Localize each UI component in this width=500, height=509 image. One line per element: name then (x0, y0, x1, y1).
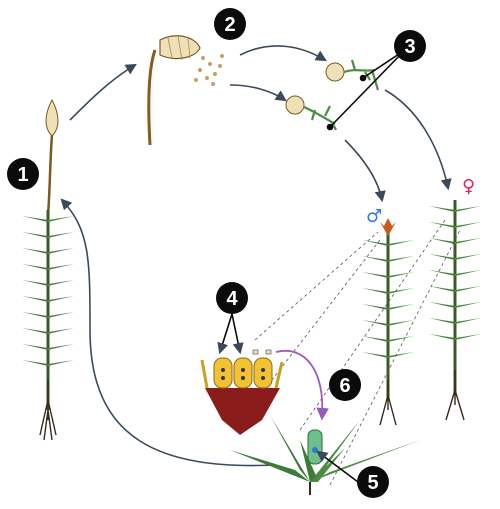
marker-6-label: 6 (339, 375, 350, 397)
sporophyte-plant (22, 98, 74, 441)
left-rhizoids (39, 380, 57, 441)
spores (194, 54, 224, 86)
arrow-spores-to-protonema-lower (229, 84, 287, 102)
mature-capsule (147, 35, 201, 146)
arrow-sporophyte-to-capsule (69, 63, 137, 121)
marker-2: 2 (214, 8, 246, 40)
marker-4-pointers (217, 313, 244, 355)
marker-3-pointers (326, 49, 406, 131)
capsule-seta (147, 49, 157, 146)
marker-3: 3 (394, 30, 426, 62)
male-splash-cup (380, 218, 396, 236)
marker-5-label: 5 (367, 472, 378, 494)
marker-5: 5 (357, 466, 389, 498)
archegonia-detail (230, 415, 420, 495)
protonema-upper (325, 59, 380, 91)
fertilization-arrow (275, 349, 329, 421)
marker-1: 1 (7, 158, 39, 190)
receptacle (205, 388, 280, 435)
male-symbol: ♂ (366, 206, 382, 227)
arrow-spores-to-protonema-upper (239, 45, 327, 62)
antheridia-detail (200, 313, 329, 435)
arrow-protonema-to-male (344, 139, 386, 203)
seta (46, 134, 54, 216)
protonema-lower (285, 95, 337, 131)
female-gametophyte (429, 200, 481, 421)
marker-6: 6 (329, 369, 361, 401)
young-capsule (45, 98, 59, 137)
marker-1-label: 1 (17, 164, 28, 186)
marker-4: 4 (216, 282, 248, 314)
male-gametophyte (362, 218, 414, 426)
marker-4-label: 4 (226, 288, 238, 310)
marker-3-label: 3 (404, 36, 415, 58)
marker-2-label: 2 (224, 14, 235, 36)
antheridia (213, 357, 273, 389)
sperm-cells (252, 349, 272, 355)
arrow-protonema-to-female (384, 89, 452, 191)
female-symbol: ♀ (462, 176, 475, 197)
cycle-arrows (60, 45, 452, 467)
arrow-zygote-to-sporophyte (60, 198, 276, 467)
zoom-lines (254, 219, 461, 486)
